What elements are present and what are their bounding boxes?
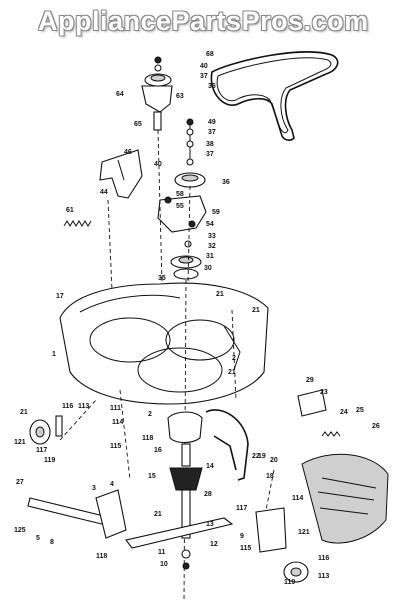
callout-4: 4 (110, 481, 114, 488)
callout-17: 17 (56, 293, 64, 300)
deck-pulley-center (170, 240, 202, 280)
callout-32: 32 (208, 243, 216, 250)
callout-54: 54 (206, 221, 214, 228)
callout-113: 113 (318, 573, 329, 580)
callout-37: 37 (208, 129, 216, 136)
callout-19: 19 (258, 453, 266, 460)
callout-114: 114 (292, 495, 303, 502)
callout-14: 14 (206, 463, 214, 470)
callout-118: 118 (142, 435, 153, 442)
callout-13: 13 (206, 521, 214, 528)
callout-26: 26 (372, 423, 380, 430)
callout-36: 36 (222, 179, 230, 186)
watermark: AppliancePartsPros.com (38, 6, 369, 36)
callout-29: 29 (306, 377, 314, 384)
callout-24: 24 (340, 409, 348, 416)
callout-40: 40 (154, 161, 162, 168)
callout-112: 112 (0, 0, 11, 2)
callout-115: 115 (240, 545, 251, 552)
callout-59: 59 (212, 209, 220, 216)
callout-61: 61 (66, 207, 74, 214)
callout-49: 49 (208, 119, 216, 126)
callout-35: 35 (158, 275, 166, 282)
alignment-lines (59, 129, 275, 601)
callout-121: 121 (14, 439, 26, 446)
callout-58: 58 (176, 191, 184, 198)
callout-18: 18 (266, 473, 274, 480)
callout-21: 21 (216, 291, 224, 298)
callout-119: 119 (44, 457, 55, 464)
anti-scalp-wheel-left (29, 415, 63, 445)
callout-115: 115 (110, 443, 121, 450)
spring (63, 220, 92, 227)
callout-113: 113 (78, 403, 89, 410)
callout-2: 2 (148, 411, 152, 418)
callout-40: 40 (200, 63, 208, 70)
callout-116: 116 (318, 555, 329, 562)
callout-25: 25 (356, 407, 364, 414)
callout-114: 114 (112, 419, 123, 426)
stabilizer-rod (205, 409, 249, 481)
callout-12: 12 (210, 541, 218, 548)
callout-125: 125 (14, 527, 26, 534)
callout-121: 121 (298, 529, 310, 536)
callout-63: 63 (176, 93, 184, 100)
blade (125, 517, 234, 570)
callout-1: 1 (52, 351, 56, 358)
callout-65: 65 (134, 121, 142, 128)
callout-46: 46 (124, 149, 132, 156)
callout-55: 55 (176, 203, 184, 210)
callout-27: 27 (16, 479, 24, 486)
callout-15: 15 (148, 473, 156, 480)
callout-21: 21 (252, 307, 260, 314)
callout-31: 31 (206, 253, 214, 260)
v-belt (210, 51, 339, 141)
callout-68: 68 (206, 51, 214, 58)
callout-22: 22 (252, 453, 260, 460)
pulley-stack-right (174, 118, 206, 188)
callout-16: 16 (154, 447, 162, 454)
discharge-chute (301, 453, 389, 544)
callout-37: 37 (206, 151, 214, 158)
callout-21: 21 (154, 511, 162, 518)
callout-21: 21 (228, 369, 236, 376)
idler-arm-center (157, 195, 207, 233)
callout-33: 33 (208, 233, 216, 240)
callout-10: 10 (160, 561, 168, 568)
callout-117: 117 (236, 505, 247, 512)
callout-116: 116 (62, 403, 73, 410)
belt-guard-left (99, 149, 143, 199)
callout-2: 2 (232, 355, 236, 362)
callout-117: 117 (36, 447, 47, 454)
callout-118: 118 (96, 553, 107, 560)
callout-11: 11 (158, 549, 166, 556)
deck-link-left (27, 489, 127, 539)
idler-bracket-upper (141, 56, 173, 131)
callout-30: 30 (204, 265, 212, 272)
mower-deck (59, 282, 269, 405)
callout-23: 23 (320, 389, 328, 396)
callout-119: 119 (284, 579, 295, 586)
callout-36: 36 (208, 83, 216, 90)
chute-bracket (297, 389, 341, 437)
callout-8: 8 (50, 539, 54, 546)
callout-3: 3 (92, 485, 96, 492)
callout-64: 64 (116, 91, 124, 98)
callout-20: 20 (270, 457, 278, 464)
callout-5: 5 (36, 535, 40, 542)
callout-9: 9 (240, 533, 244, 540)
anti-scalp-wheel-right (255, 507, 309, 583)
spindle-assembly (167, 411, 203, 539)
callout-111: 111 (110, 405, 121, 412)
callout-28: 28 (204, 491, 212, 498)
callout-44: 44 (100, 189, 108, 196)
callout-38: 38 (206, 141, 214, 148)
callout-21: 21 (20, 409, 28, 416)
callout-37: 37 (200, 73, 208, 80)
